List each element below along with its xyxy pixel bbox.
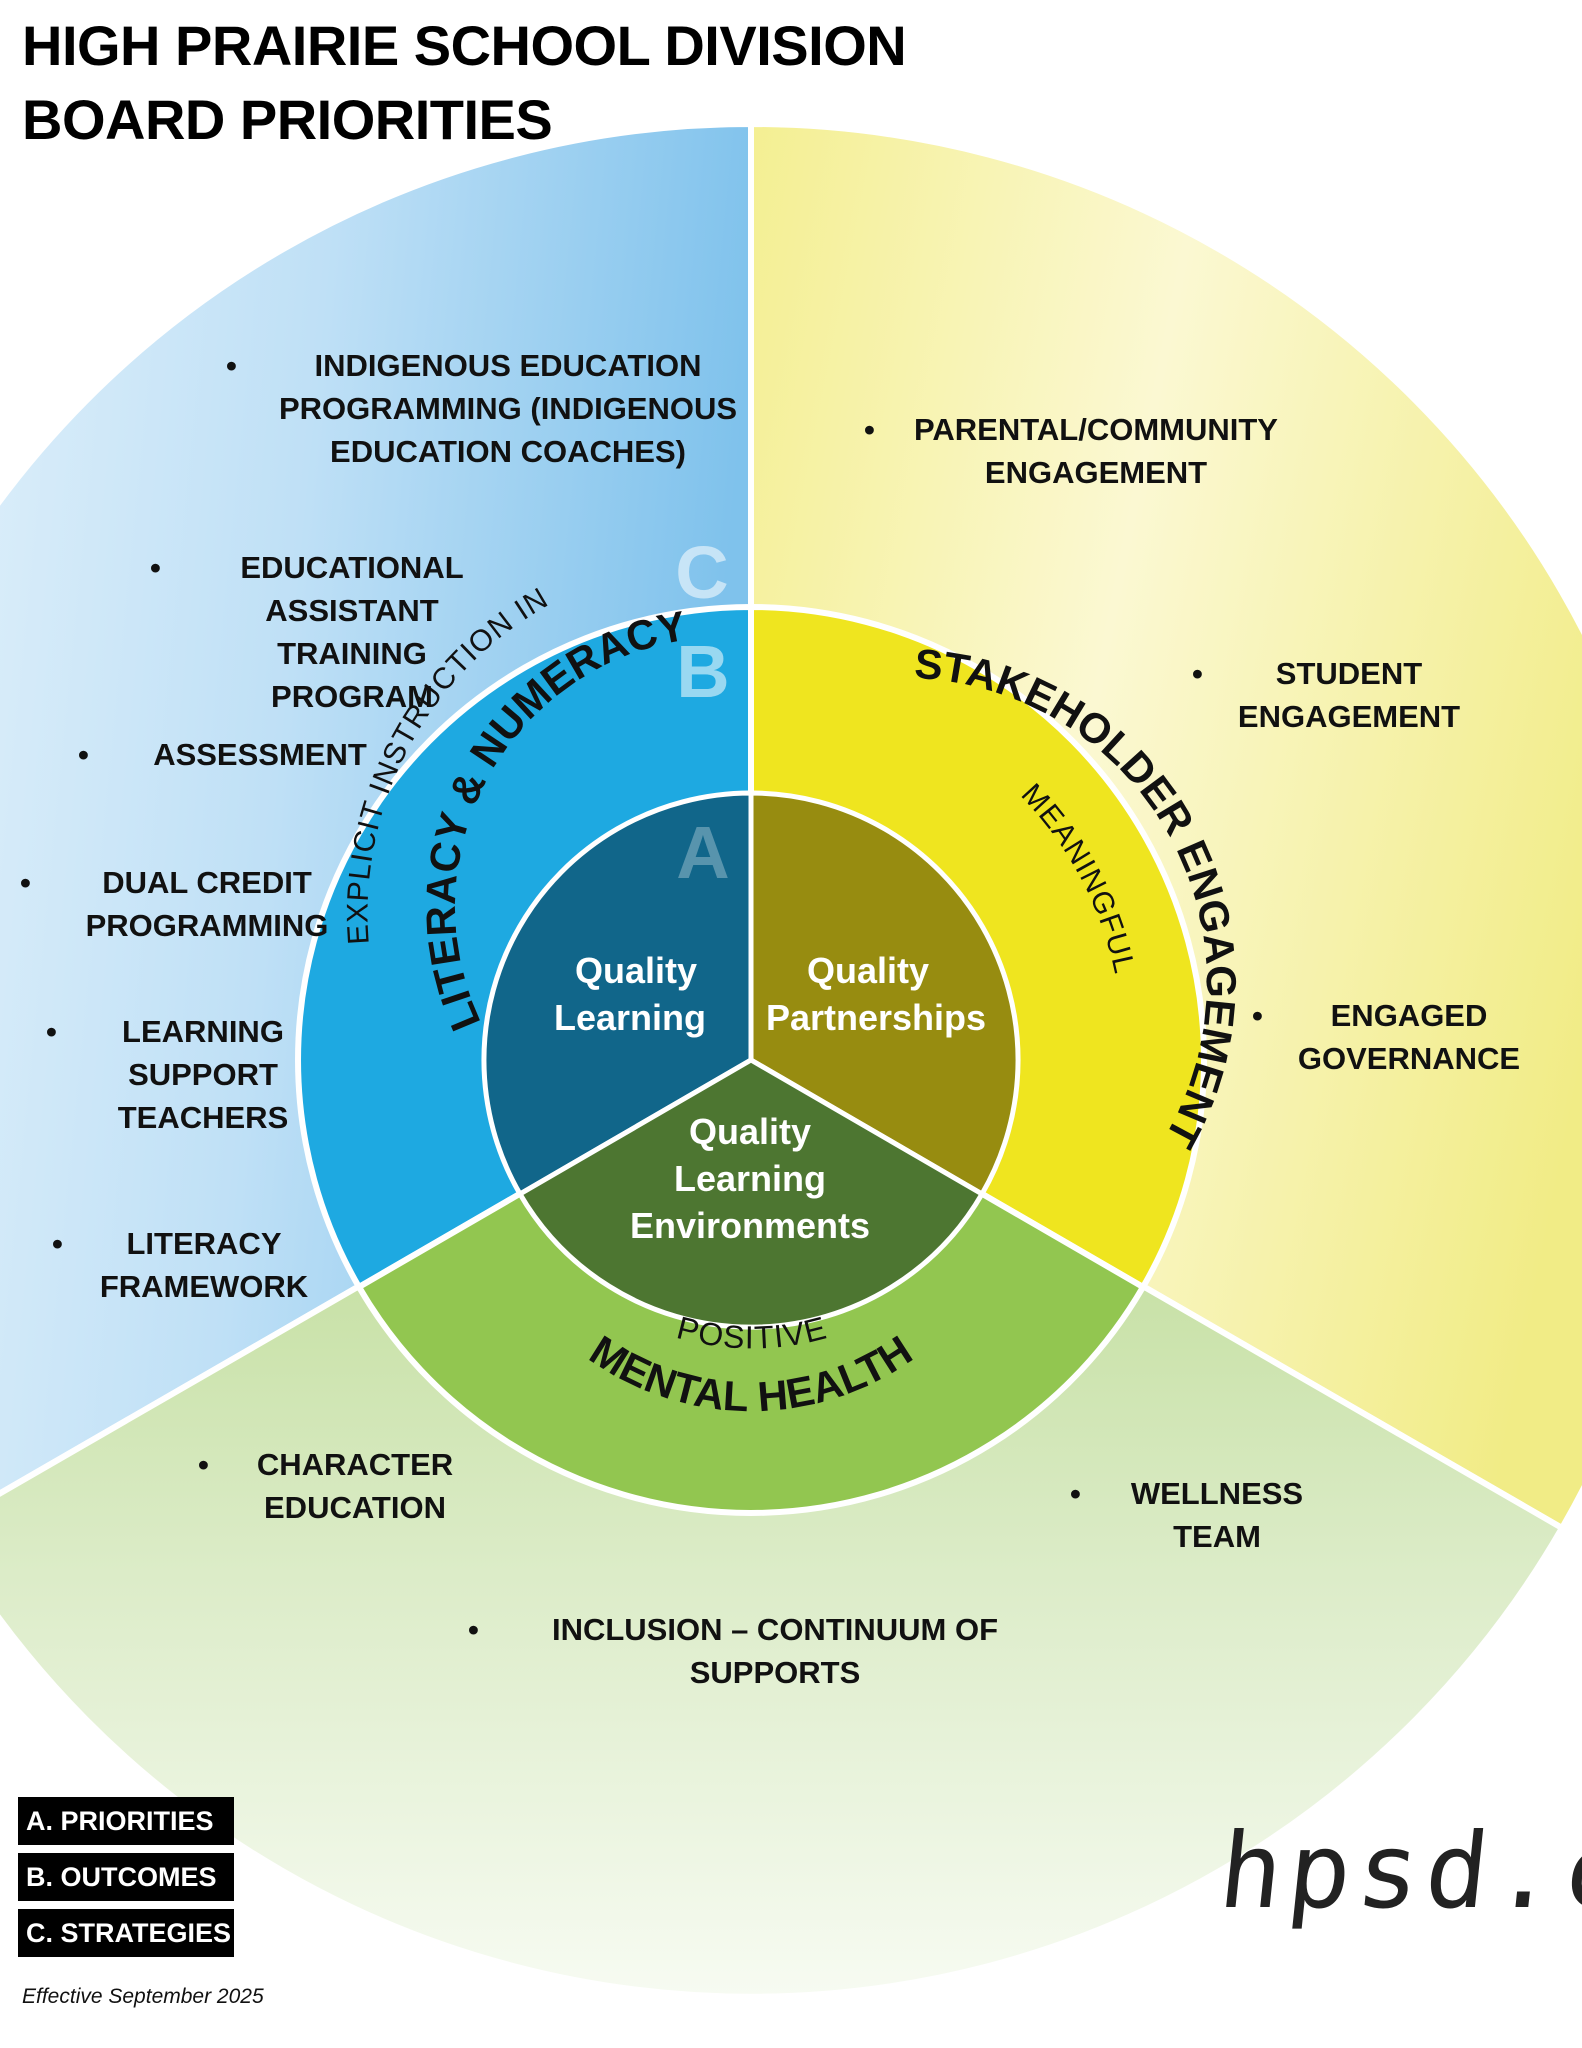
strategy-wellness-team: • WELLNESS TEAM — [1070, 1472, 1320, 1558]
bullet: • — [864, 412, 875, 447]
strategy-text: LEARNING SUPPORT TEACHERS — [117, 1014, 289, 1135]
strategy-text: CHARACTER EDUCATION — [256, 1447, 454, 1525]
strategy-character-education: • CHARACTER EDUCATION — [198, 1443, 468, 1529]
strategy-inclusion: • INCLUSION – CONTINUUM OF SUPPORTS — [468, 1608, 1038, 1694]
bullet: • — [46, 1014, 57, 1049]
strategy-text: ENGAGED GOVERNANCE — [1297, 998, 1521, 1076]
strategy-text: EDUCATIONAL ASSISTANT TRAINING PROGRAM — [240, 550, 464, 714]
bullet: • — [1070, 1476, 1081, 1511]
priority-label-learning-line2: Learning — [554, 997, 706, 1038]
strategy-text: STUDENT ENGAGEMENT — [1237, 656, 1461, 734]
priority-label-learning-line1: Quality — [575, 950, 697, 991]
priority-sector-learning — [481, 790, 754, 1198]
priority-label-partnerships-line2: Partnerships — [766, 997, 986, 1038]
strategy-text: LITERACY FRAMEWORK — [99, 1226, 309, 1304]
priority-label-environments-line1: Quality — [689, 1111, 811, 1152]
ring-letter-b: B — [676, 630, 729, 713]
strategy-text: INCLUSION – CONTINUUM OF SUPPORTS — [551, 1612, 999, 1690]
priority-label-environments-line3: Environments — [630, 1205, 870, 1246]
strategy-text: INDIGENOUS EDUCATION PROGRAMMING (INDIGE… — [278, 348, 738, 469]
page-title-line1: HIGH PRAIRIE SCHOOL DIVISION — [22, 14, 907, 77]
strategy-text: ASSESSMENT — [153, 737, 367, 772]
bullet: • — [226, 348, 237, 383]
bullet: • — [1252, 998, 1263, 1033]
ring-letter-a: A — [676, 811, 729, 894]
priority-label-partnerships-line1: Quality — [807, 950, 929, 991]
bullet: • — [78, 737, 89, 772]
legend-priorities: A. PRIORITIES — [18, 1797, 234, 1845]
bullet: • — [52, 1226, 63, 1261]
priority-sector-partnerships — [748, 790, 1021, 1198]
site-logo: hpsd.ca — [1213, 1810, 1582, 1932]
strategy-indigenous-education: • INDIGENOUS EDUCATION PROGRAMMING (INDI… — [226, 344, 746, 473]
bullet: • — [198, 1447, 209, 1482]
effective-date: Effective September 2025 — [22, 1985, 264, 2008]
bullet: • — [468, 1612, 479, 1647]
strategy-dual-credit: • DUAL CREDIT PROGRAMMING — [20, 861, 350, 947]
page-title-line2: BOARD PRIORITIES — [22, 88, 553, 151]
legend-outcomes: B. OUTCOMES — [18, 1853, 234, 1901]
ring-letter-c: C — [675, 531, 728, 614]
strategy-parental-community: • PARENTAL/COMMUNITY ENGAGEMENT — [864, 408, 1284, 494]
priority-label-environments-line2: Learning — [674, 1158, 826, 1199]
strategy-text: PARENTAL/COMMUNITY ENGAGEMENT — [914, 412, 1278, 490]
strategy-text: WELLNESS TEAM — [1130, 1476, 1304, 1554]
bullet: • — [20, 865, 31, 900]
strategy-student-engagement: • STUDENT ENGAGEMENT — [1192, 652, 1462, 738]
priority-sector-environments — [516, 1057, 986, 1330]
bullet: • — [150, 550, 161, 585]
legend-strategies: C. STRATEGIES — [18, 1909, 234, 1957]
strategy-literacy-framework: • LITERACY FRAMEWORK — [52, 1222, 312, 1308]
strategy-ea-training: • EDUCATIONAL ASSISTANT TRAINING PROGRAM — [150, 546, 510, 718]
bullet: • — [1192, 656, 1203, 691]
strategy-engaged-governance: • ENGAGED GOVERNANCE — [1252, 994, 1522, 1080]
strategy-learning-support: • LEARNING SUPPORT TEACHERS — [46, 1010, 316, 1139]
strategy-assessment: • ASSESSMENT — [78, 733, 398, 776]
strategy-text: DUAL CREDIT PROGRAMMING — [85, 865, 329, 943]
